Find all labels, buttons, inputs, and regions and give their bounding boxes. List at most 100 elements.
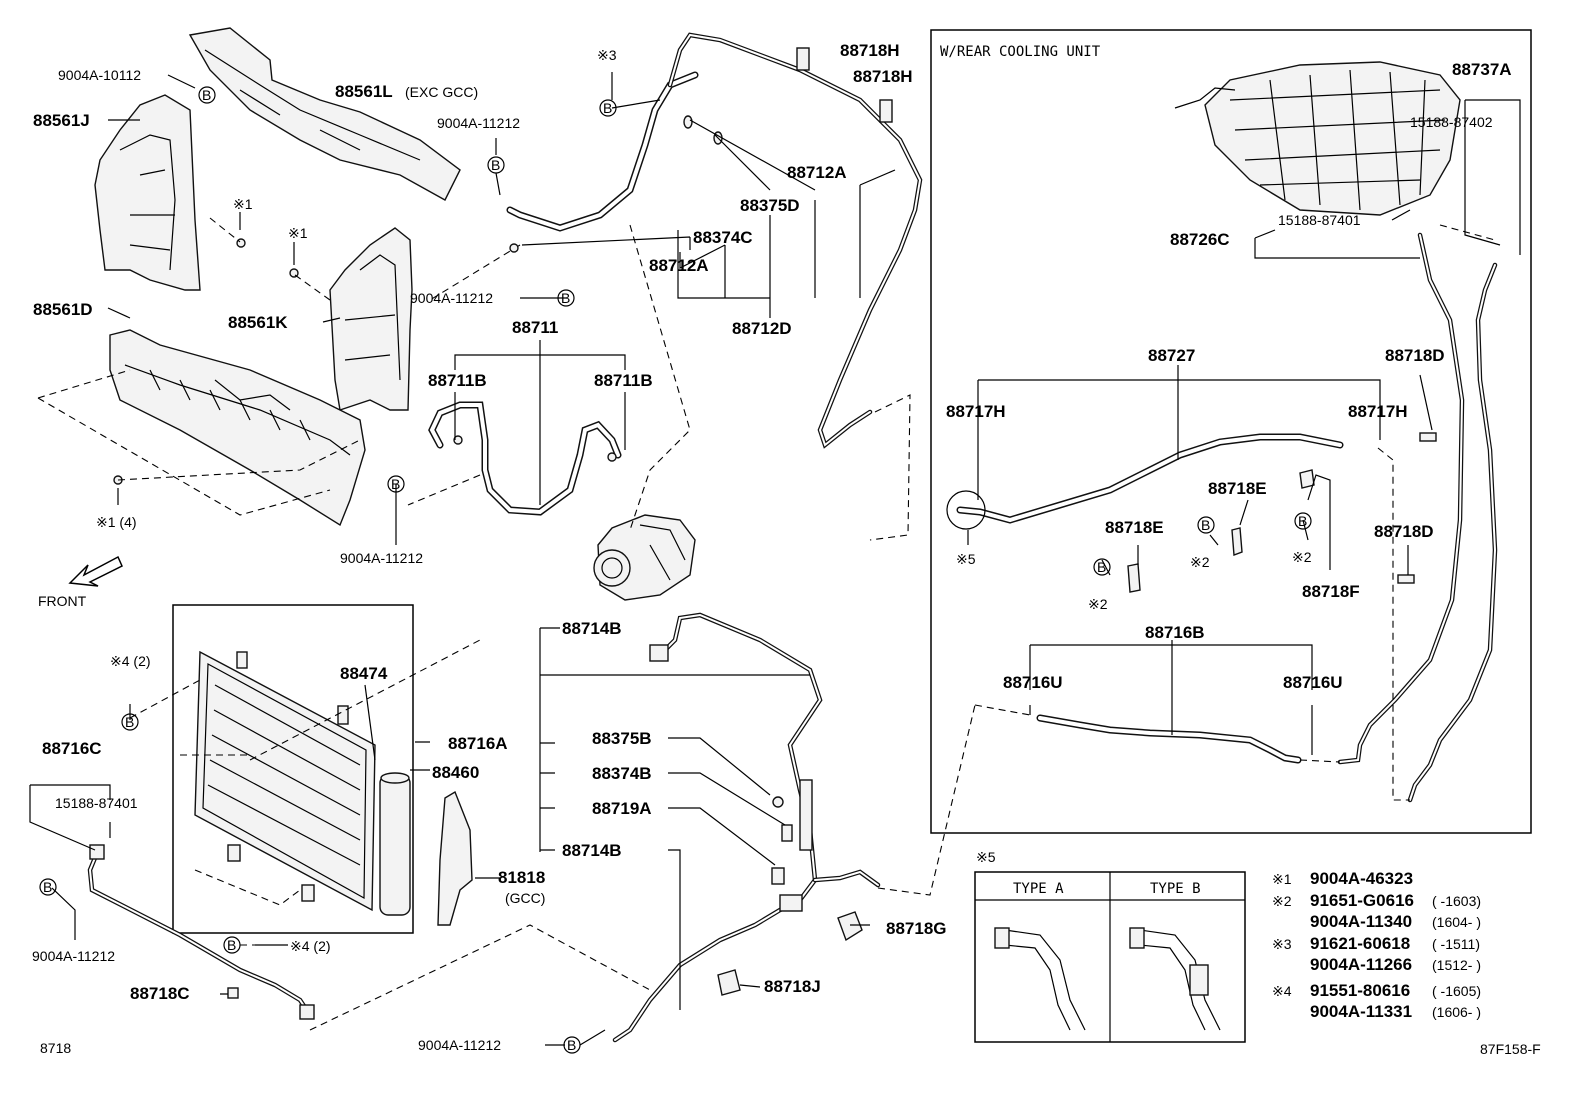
- hose-88711[interactable]: [428, 401, 622, 516]
- seal-88561l[interactable]: [188, 27, 461, 201]
- callout-note2: ※2: [1190, 554, 1210, 570]
- oring-icon: [453, 115, 723, 462]
- callout-88714b: 88714B: [562, 841, 622, 860]
- callout-88717h: 88717H: [946, 402, 1006, 421]
- svg-text:※2: ※2: [1272, 893, 1292, 909]
- callout-88561l: 88561L: [335, 82, 393, 101]
- pipe-88716a[interactable]: [612, 612, 881, 1043]
- callout-88719a: 88719A: [592, 799, 652, 818]
- svg-text:B: B: [603, 100, 612, 116]
- legend-part: 9004A-11331: [1310, 1002, 1412, 1021]
- callout-9004a-10112: 9004A-10112: [58, 67, 141, 83]
- svg-text:※1: ※1: [1272, 871, 1292, 887]
- callout-88726c: 88726C: [1170, 230, 1230, 249]
- callout-note4-2: ※4 (2): [110, 653, 151, 669]
- callout-88711: 88711: [512, 318, 558, 337]
- clamp-88718c[interactable]: [227, 987, 239, 999]
- clamp-icon: [1127, 432, 1437, 593]
- callout-9004a-11212: 9004A-11212: [340, 550, 423, 566]
- callout-exc-gcc: (EXC GCC): [405, 84, 478, 100]
- callout-9004a-11212: 9004A-11212: [32, 948, 115, 964]
- rear-evaporator-unit[interactable]: [1174, 61, 1461, 216]
- clamp-88718h[interactable]: [796, 47, 893, 123]
- svg-text:B: B: [1201, 517, 1210, 533]
- callout-88716u: 88716U: [1283, 673, 1343, 692]
- callout-gcc: (GCC): [505, 890, 545, 906]
- callout-88718d: 88718D: [1374, 522, 1434, 541]
- legend-part: 91551-80616: [1310, 981, 1410, 1000]
- callout-88474: 88474: [340, 664, 388, 683]
- type-table: [974, 871, 1246, 1043]
- callout-note1-4: ※1 (4): [96, 514, 137, 530]
- legend-part: 9004A-46323: [1310, 869, 1413, 888]
- callout-note1: ※1: [288, 225, 308, 241]
- callout-88712a: 88712A: [787, 163, 847, 182]
- callout-88711b: 88711B: [428, 371, 487, 390]
- legend-range: (1512- ): [1432, 957, 1481, 973]
- svg-text:※3: ※3: [1272, 936, 1292, 952]
- legend-part: 9004A-11340: [1310, 912, 1412, 931]
- callout-88718d: 88718D: [1385, 346, 1445, 365]
- callout-15188-87401: 15188-87401: [55, 795, 138, 811]
- legend-range: ( -1605): [1432, 983, 1481, 999]
- callout-88716u: 88716U: [1003, 673, 1063, 692]
- callout-88714b: 88714B: [562, 619, 622, 638]
- front-label: FRONT: [38, 593, 87, 609]
- callout-88374b: 88374B: [592, 764, 652, 783]
- callout-88375d: 88375D: [740, 196, 800, 215]
- hose-88712a[interactable]: [506, 32, 923, 449]
- callout-88460: 88460: [432, 763, 479, 782]
- legend-range: ( -1603): [1432, 893, 1481, 909]
- clamp-88718g[interactable]: [837, 911, 863, 942]
- compressor[interactable]: [593, 514, 696, 601]
- receiver-88460[interactable]: [379, 772, 411, 916]
- callout-88718f: 88718F: [1302, 582, 1360, 601]
- ref-b-marks: B B B B B B B B B B B B: [39, 86, 1312, 1054]
- callout-9004a-11212: 9004A-11212: [410, 290, 493, 306]
- shroud-88561j[interactable]: [94, 94, 201, 291]
- callout-88717h: 88717H: [1348, 402, 1408, 421]
- svg-text:※4: ※4: [1272, 983, 1292, 999]
- legend-range: ( -1511): [1432, 936, 1480, 952]
- callout-88716b: 88716B: [1145, 623, 1205, 642]
- pipe-88737a[interactable]: [1407, 262, 1498, 803]
- seal-81818[interactable]: [437, 790, 473, 926]
- type-note5: ※5: [976, 849, 996, 865]
- pipe-88726c[interactable]: [1337, 232, 1465, 765]
- svg-text:B: B: [125, 714, 134, 730]
- condenser[interactable]: [194, 650, 376, 912]
- svg-text:B: B: [227, 937, 236, 953]
- callout-88712a: 88712A: [649, 256, 709, 275]
- callout-88716c: 88716C: [42, 739, 102, 758]
- leader-lines: [29, 72, 1521, 1046]
- callout-88718j: 88718J: [764, 977, 821, 996]
- svg-text:B: B: [202, 87, 211, 103]
- page-code: 8718: [40, 1040, 71, 1056]
- legend: ※1 9004A-46323 ※2 91651-G0616 ( -1603) 9…: [1272, 869, 1481, 1021]
- legend-part: 9004A-11266: [1310, 955, 1412, 974]
- callout-88561j: 88561J: [33, 111, 90, 130]
- hose-88716b[interactable]: [1036, 714, 1302, 764]
- box-title: W/REAR COOLING UNIT: [940, 44, 1101, 60]
- callout-88712d: 88712D: [732, 319, 792, 338]
- callout-15188-87402: 15188-87402: [1410, 114, 1493, 130]
- legend-part: 91651-G0616: [1310, 891, 1414, 910]
- pipe-88716c[interactable]: [87, 844, 315, 1020]
- callout-88737a: 88737A: [1452, 60, 1512, 79]
- shroud-88561k[interactable]: [329, 227, 413, 411]
- callout-note4-2: ※4 (2): [290, 938, 331, 954]
- callout-88718h: 88718H: [853, 67, 913, 86]
- seal-88561d[interactable]: [109, 329, 366, 527]
- svg-text:B: B: [43, 879, 52, 895]
- clamp-88718j[interactable]: [717, 969, 741, 996]
- callout-9004a-11212: 9004A-11212: [418, 1037, 501, 1053]
- callout-note2: ※2: [1088, 596, 1108, 612]
- legend-range: (1606- ): [1432, 1004, 1481, 1020]
- hose-88727[interactable]: [946, 433, 1344, 530]
- callout-88716a: 88716A: [448, 734, 508, 753]
- callout-88718c: 88718C: [130, 984, 190, 1003]
- callout-note3: ※3: [597, 47, 617, 63]
- callout-88718h: 88718H: [840, 41, 900, 60]
- callout-9004a-11212: 9004A-11212: [437, 115, 520, 131]
- callout-88718g: 88718G: [886, 919, 947, 938]
